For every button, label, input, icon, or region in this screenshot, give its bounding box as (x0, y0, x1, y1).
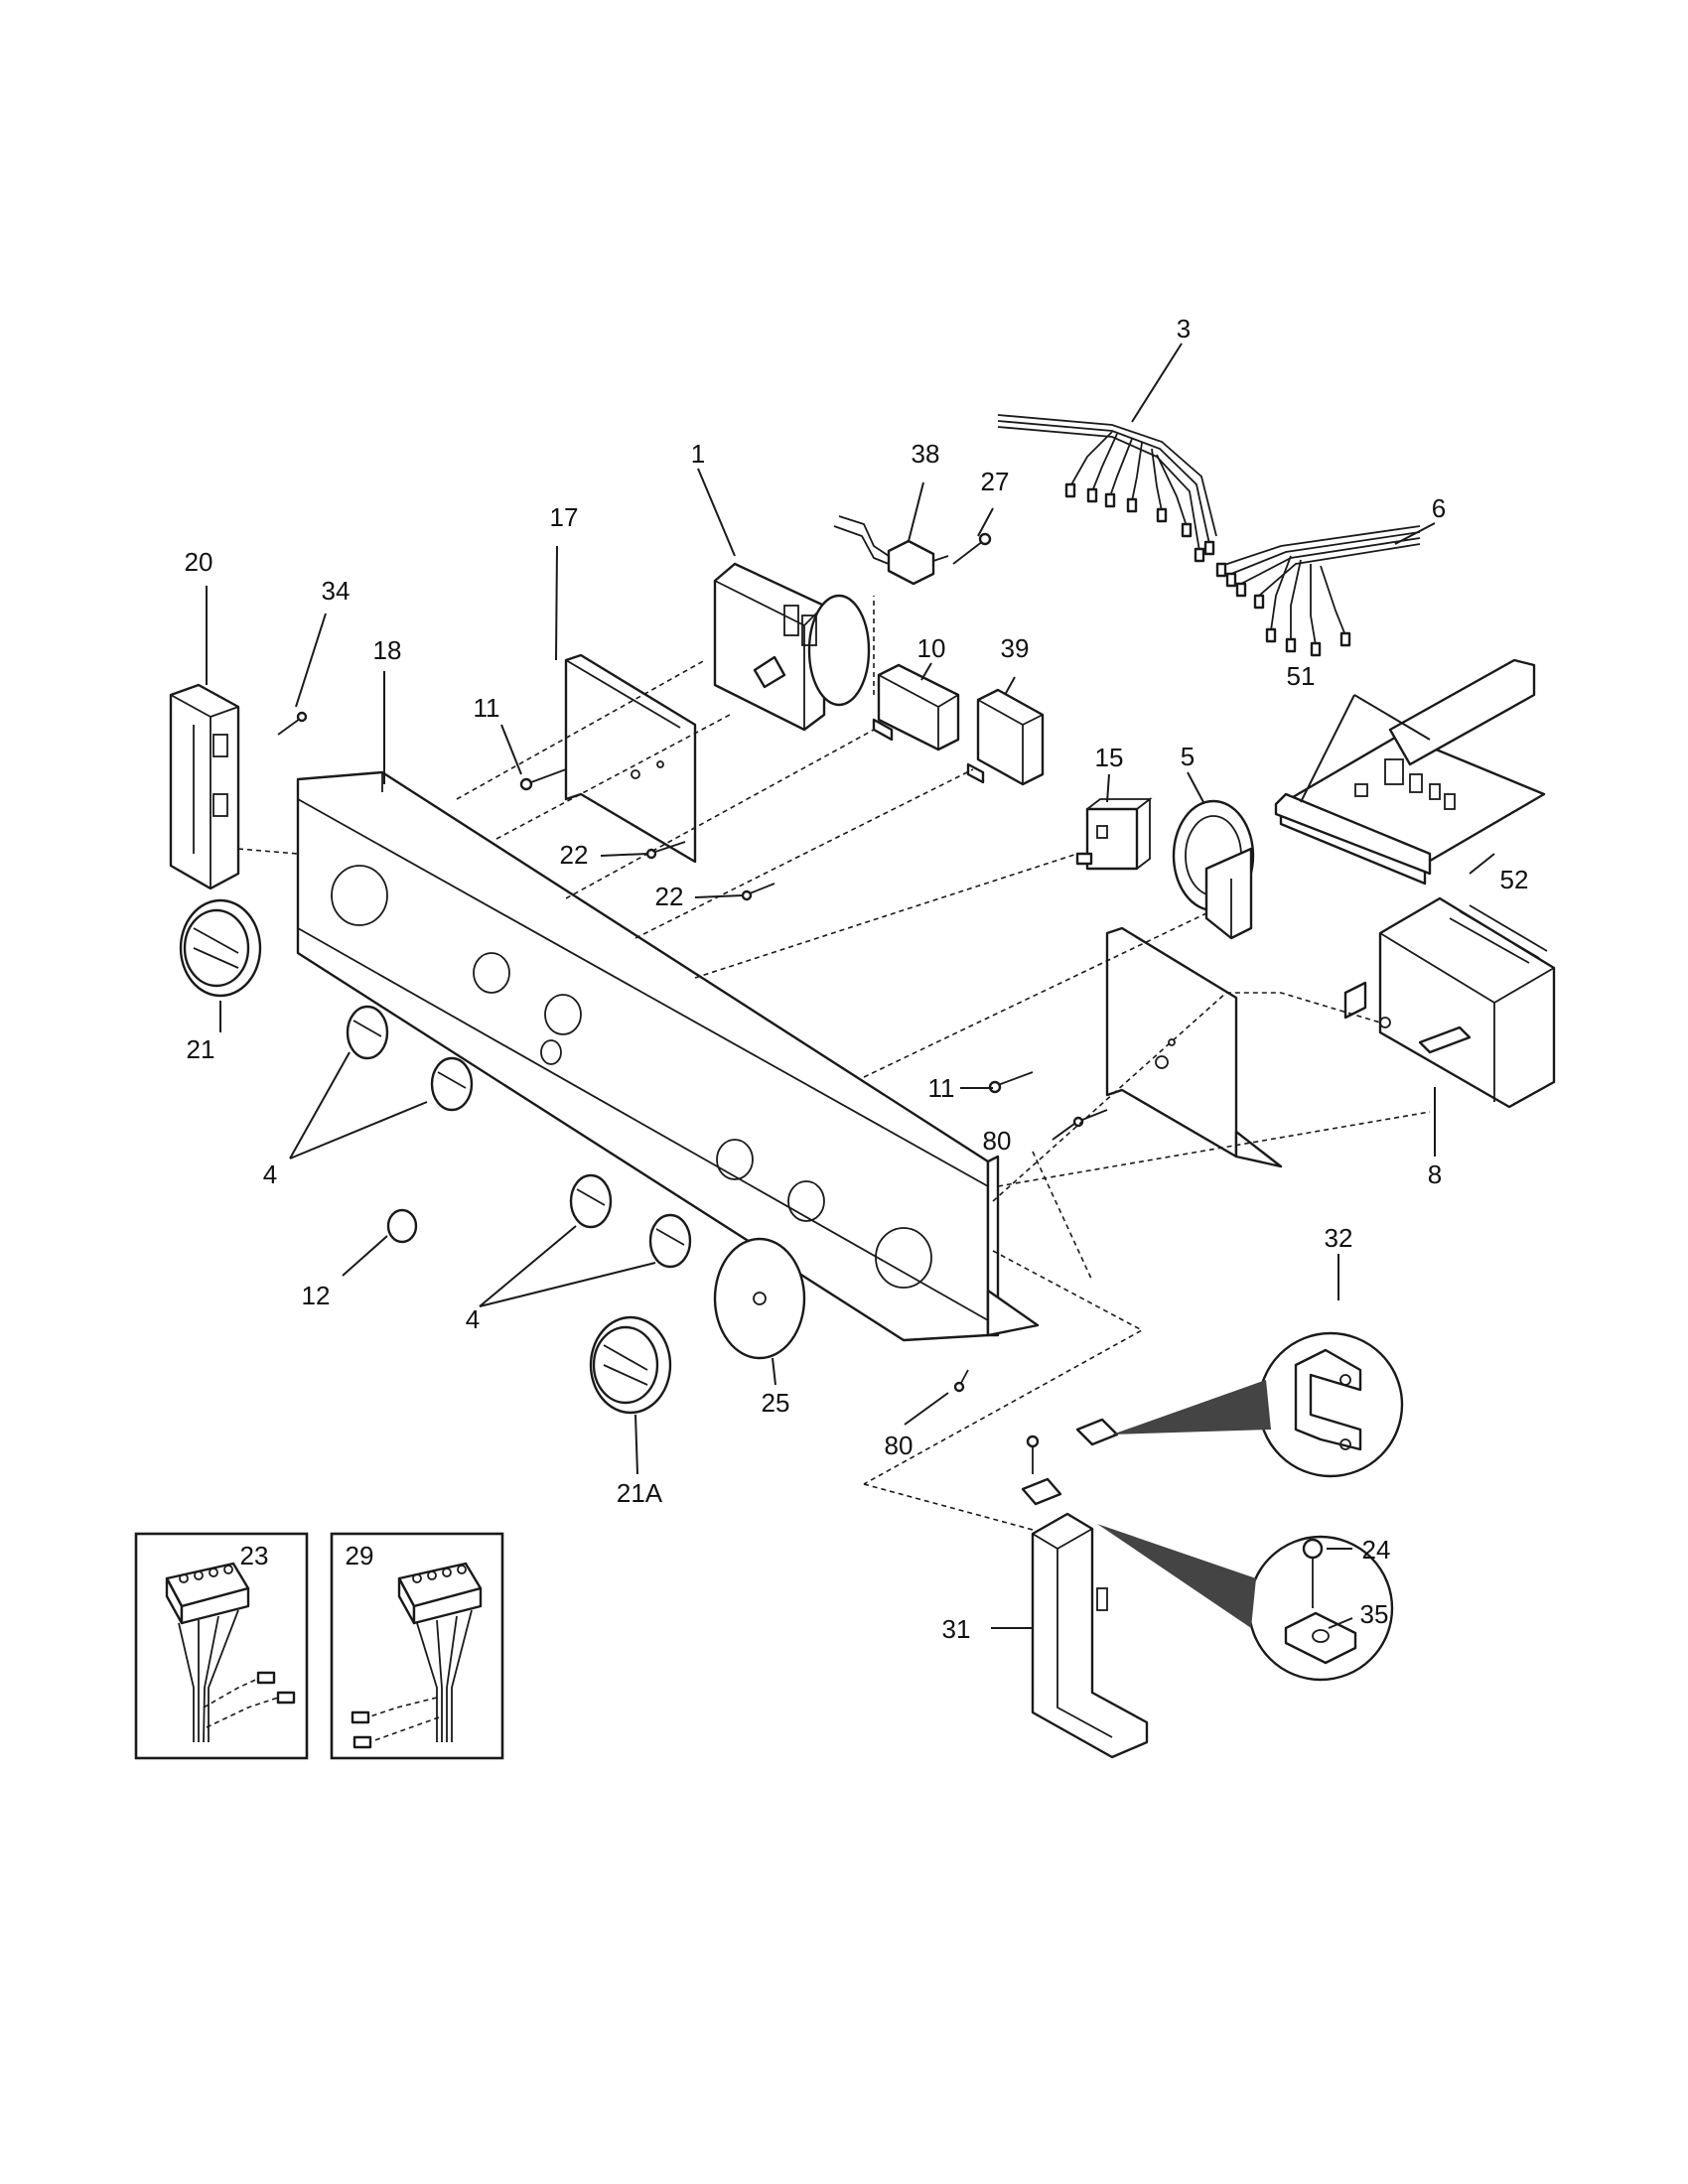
callout-31: 31 (942, 1614, 971, 1644)
bracket-31 (1031, 1512, 1149, 1759)
timer (713, 562, 871, 732)
callout-80: 80 (885, 1431, 914, 1460)
knob-4 (430, 1056, 474, 1112)
callout-22: 22 (655, 882, 684, 911)
knob-4 (569, 1173, 613, 1229)
callout-4: 4 (466, 1304, 480, 1334)
knob-21a (589, 1315, 672, 1415)
callout-38: 38 (912, 439, 940, 469)
detail-circle-24-35 (1247, 1535, 1394, 1682)
callout-10: 10 (917, 633, 946, 663)
knob-21 (179, 898, 262, 998)
callout-5: 5 (1181, 742, 1195, 771)
screw-22 (741, 883, 775, 901)
switch-39 (966, 688, 1045, 786)
callout-17: 17 (550, 502, 579, 532)
callout-80: 80 (983, 1126, 1012, 1156)
callout-51: 51 (1287, 661, 1316, 691)
callout-21a: 21A (617, 1478, 663, 1508)
magnification-rays (1097, 1380, 1271, 1628)
motor-5 (1172, 799, 1255, 940)
dial-25 (713, 1237, 806, 1360)
screw-27 (952, 532, 992, 565)
screw-34 (277, 711, 308, 736)
knob-4 (346, 1005, 389, 1060)
callout-25: 25 (762, 1388, 790, 1418)
callout-8: 8 (1428, 1160, 1442, 1189)
callout-11: 11 (474, 693, 500, 723)
knob-4 (648, 1213, 692, 1269)
switch-10 (872, 663, 960, 751)
callout-4: 4 (263, 1160, 277, 1189)
callout-22: 22 (560, 840, 589, 870)
end-cap-20 (169, 683, 240, 890)
leader-lines (206, 342, 1495, 1629)
wire-harness-3 (997, 414, 1217, 563)
callout-21: 21 (187, 1034, 215, 1064)
switch-bracket (1021, 1418, 1119, 1506)
selector-switch-15 (1075, 797, 1153, 871)
screw-80 (953, 1369, 969, 1393)
callout-27: 27 (981, 467, 1010, 496)
callout-23: 23 (240, 1541, 269, 1570)
control-board (1274, 658, 1546, 886)
inset-box-23 (134, 1532, 309, 1760)
callout-32: 32 (1325, 1223, 1353, 1253)
callout-20: 20 (185, 547, 213, 577)
rear-bracket (564, 653, 1283, 1168)
callout-1: 1 (691, 439, 705, 469)
console-panel (296, 770, 1040, 1342)
inset-box-29 (330, 1532, 504, 1760)
callout-52: 52 (1500, 865, 1529, 894)
callout-3: 3 (1177, 314, 1191, 343)
callout-29: 29 (346, 1541, 374, 1570)
control-housing-8 (1343, 896, 1556, 1109)
callout-24: 24 (1362, 1535, 1391, 1565)
callout-11: 11 (928, 1073, 955, 1103)
callout-39: 39 (1001, 633, 1030, 663)
screw-11 (519, 768, 567, 791)
callout-6: 6 (1432, 493, 1446, 523)
callout-labels: 1 3 4 4 5 6 8 10 11 11 12 15 17 18 20 21… (185, 314, 1529, 1644)
detail-circle-32 (1257, 1331, 1404, 1478)
resistor-38 (833, 515, 949, 586)
assembly-lines (237, 596, 1431, 1535)
callout-15: 15 (1095, 743, 1124, 772)
callout-34: 34 (322, 576, 351, 606)
wire-harness-6 (1215, 525, 1421, 657)
callout-18: 18 (373, 635, 402, 665)
screw-11 (988, 1071, 1034, 1094)
callout-35: 35 (1360, 1599, 1389, 1629)
push-button-12 (386, 1208, 418, 1244)
callout-12: 12 (302, 1281, 331, 1310)
